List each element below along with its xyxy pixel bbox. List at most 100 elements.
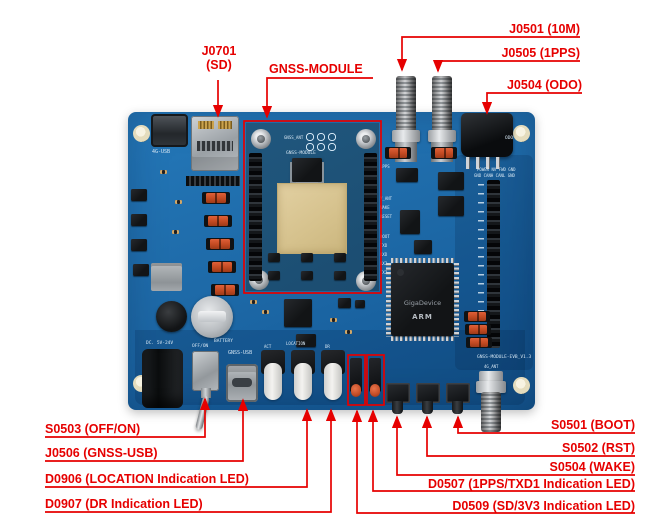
usb-c-opening [232,378,252,387]
silkscreen-gnss-usb: GNSS-USB [228,350,253,356]
right-header-labels [478,184,484,344]
jumper [211,284,239,296]
jumper [202,192,230,204]
module-pin-label: WAKE [380,205,390,210]
silkscreen-location: LOCATION [286,341,306,346]
silkscreen-off-on: OFF/ON [192,344,209,349]
callout-d0507: D0507 (1PPS/TXD1 Indication LED) [428,477,635,491]
mcu-pins-top [391,258,454,263]
callout-j0501: J0501 (10M) [509,22,580,36]
sd-contacts [198,121,214,129]
mounting-hole [513,377,530,394]
battery-clip [198,311,226,322]
mcu-pin1-dot [397,269,404,276]
silkscreen-board-name: GNSS-MODULE-EVB_V1.3 [477,355,532,360]
silkscreen-battery: BATTERY [214,339,233,344]
wake-button [386,383,410,414]
led-dr [321,350,345,400]
rst-button [416,383,440,414]
callout-s0501: S0501 (BOOT) [550,418,635,432]
passive-component [262,310,269,314]
callout-line-j0505 [432,59,580,73]
silkscreen-4g-ant: 4G_ANT [484,364,499,369]
module-pin-label: RESET [380,214,393,219]
sma-connector-1pps [432,76,452,132]
passive-component [250,300,257,304]
small-ic [131,239,147,251]
sd-slot-pins [197,141,233,151]
passive-component [330,318,337,322]
sma-4g-flange [479,371,503,382]
mcu-chip: GigaDevice ARM [391,263,454,336]
standoff-screw [356,129,376,149]
callout-j0701-line1: J0701 [201,44,237,58]
module-pin-label: V_ANT [380,196,393,201]
jumper [466,337,492,348]
module-pin-label: TX2 [380,270,388,275]
boot-button [446,383,470,414]
patch-antenna [277,183,347,254]
antenna-via-array [304,131,337,153]
jumper [208,261,236,273]
silkscreen-act: ACT [264,344,272,349]
jumper [206,238,234,250]
passive-component [172,230,179,234]
small-ic [268,253,280,262]
small-ic [438,196,464,216]
standoff-screw [251,129,271,149]
callout-s0502: S0502 (RST) [562,441,635,455]
small-ic [355,300,365,308]
silkscreen-gnss-ant: GNSS_ANT [284,135,304,140]
callout-d0907: D0907 (DR Indication LED) [45,497,203,511]
small-ic [268,271,280,280]
small-ic [301,271,313,280]
silkscreen-4g-usb: 4G-USB [152,149,171,155]
silkscreen-gnss-module: GNSS-MODULE [286,151,316,156]
callout-j0504: J0504 (ODO) [506,78,582,92]
silkscreen-odo: ODO [505,136,514,141]
sma-1pps-nut [428,130,456,142]
silkscreen-header-row2: GND CANH CANL GND [474,173,515,178]
small-ic [396,168,418,182]
mounting-hole [133,125,150,142]
right-pin-header [487,180,500,348]
mcu-pins-left [386,263,391,337]
small-ic [296,334,316,347]
small-ic [334,253,346,262]
power-inductor [156,301,187,332]
small-ic [438,172,464,190]
odo-pins [466,157,506,169]
silkscreen-header-row1: POWER NV FWD GND [477,167,516,172]
flash-chip [284,299,312,327]
sma-10m-nut [392,130,420,142]
small-ic [338,298,351,308]
mounting-hole [513,125,530,142]
jumper [465,324,491,335]
small-ic [131,189,147,201]
small-ic [133,264,149,276]
sma-4g-nut [476,381,506,393]
small-ic [334,271,346,280]
small-ic [301,253,313,262]
mcu-brand-text: GigaDevice [403,299,442,307]
silkscreen-dr: DR [325,344,330,349]
small-ic [131,214,147,226]
jumper [385,147,411,159]
callout-s0503: S0503 (OFF/ON) [45,422,141,436]
passive-component [345,330,352,334]
dc-power-jack [142,349,183,408]
power-toggle-switch [192,351,219,391]
callout-line-j0504 [481,92,582,115]
sma-connector-10m [396,76,416,132]
callout-d0906: D0906 (LOCATION Indication LED) [45,472,249,486]
small-ic [414,240,432,254]
module-pin-label: BOOT [380,234,390,239]
usb-c-4g-port [151,114,188,147]
horizontal-header [186,176,240,186]
led-act [261,350,285,400]
module-pin-label: TXD [380,243,388,248]
jumper [431,147,457,159]
callout-j0506: J0506 (GNSS-USB) [45,446,158,460]
mcu-pins-right [454,263,459,337]
